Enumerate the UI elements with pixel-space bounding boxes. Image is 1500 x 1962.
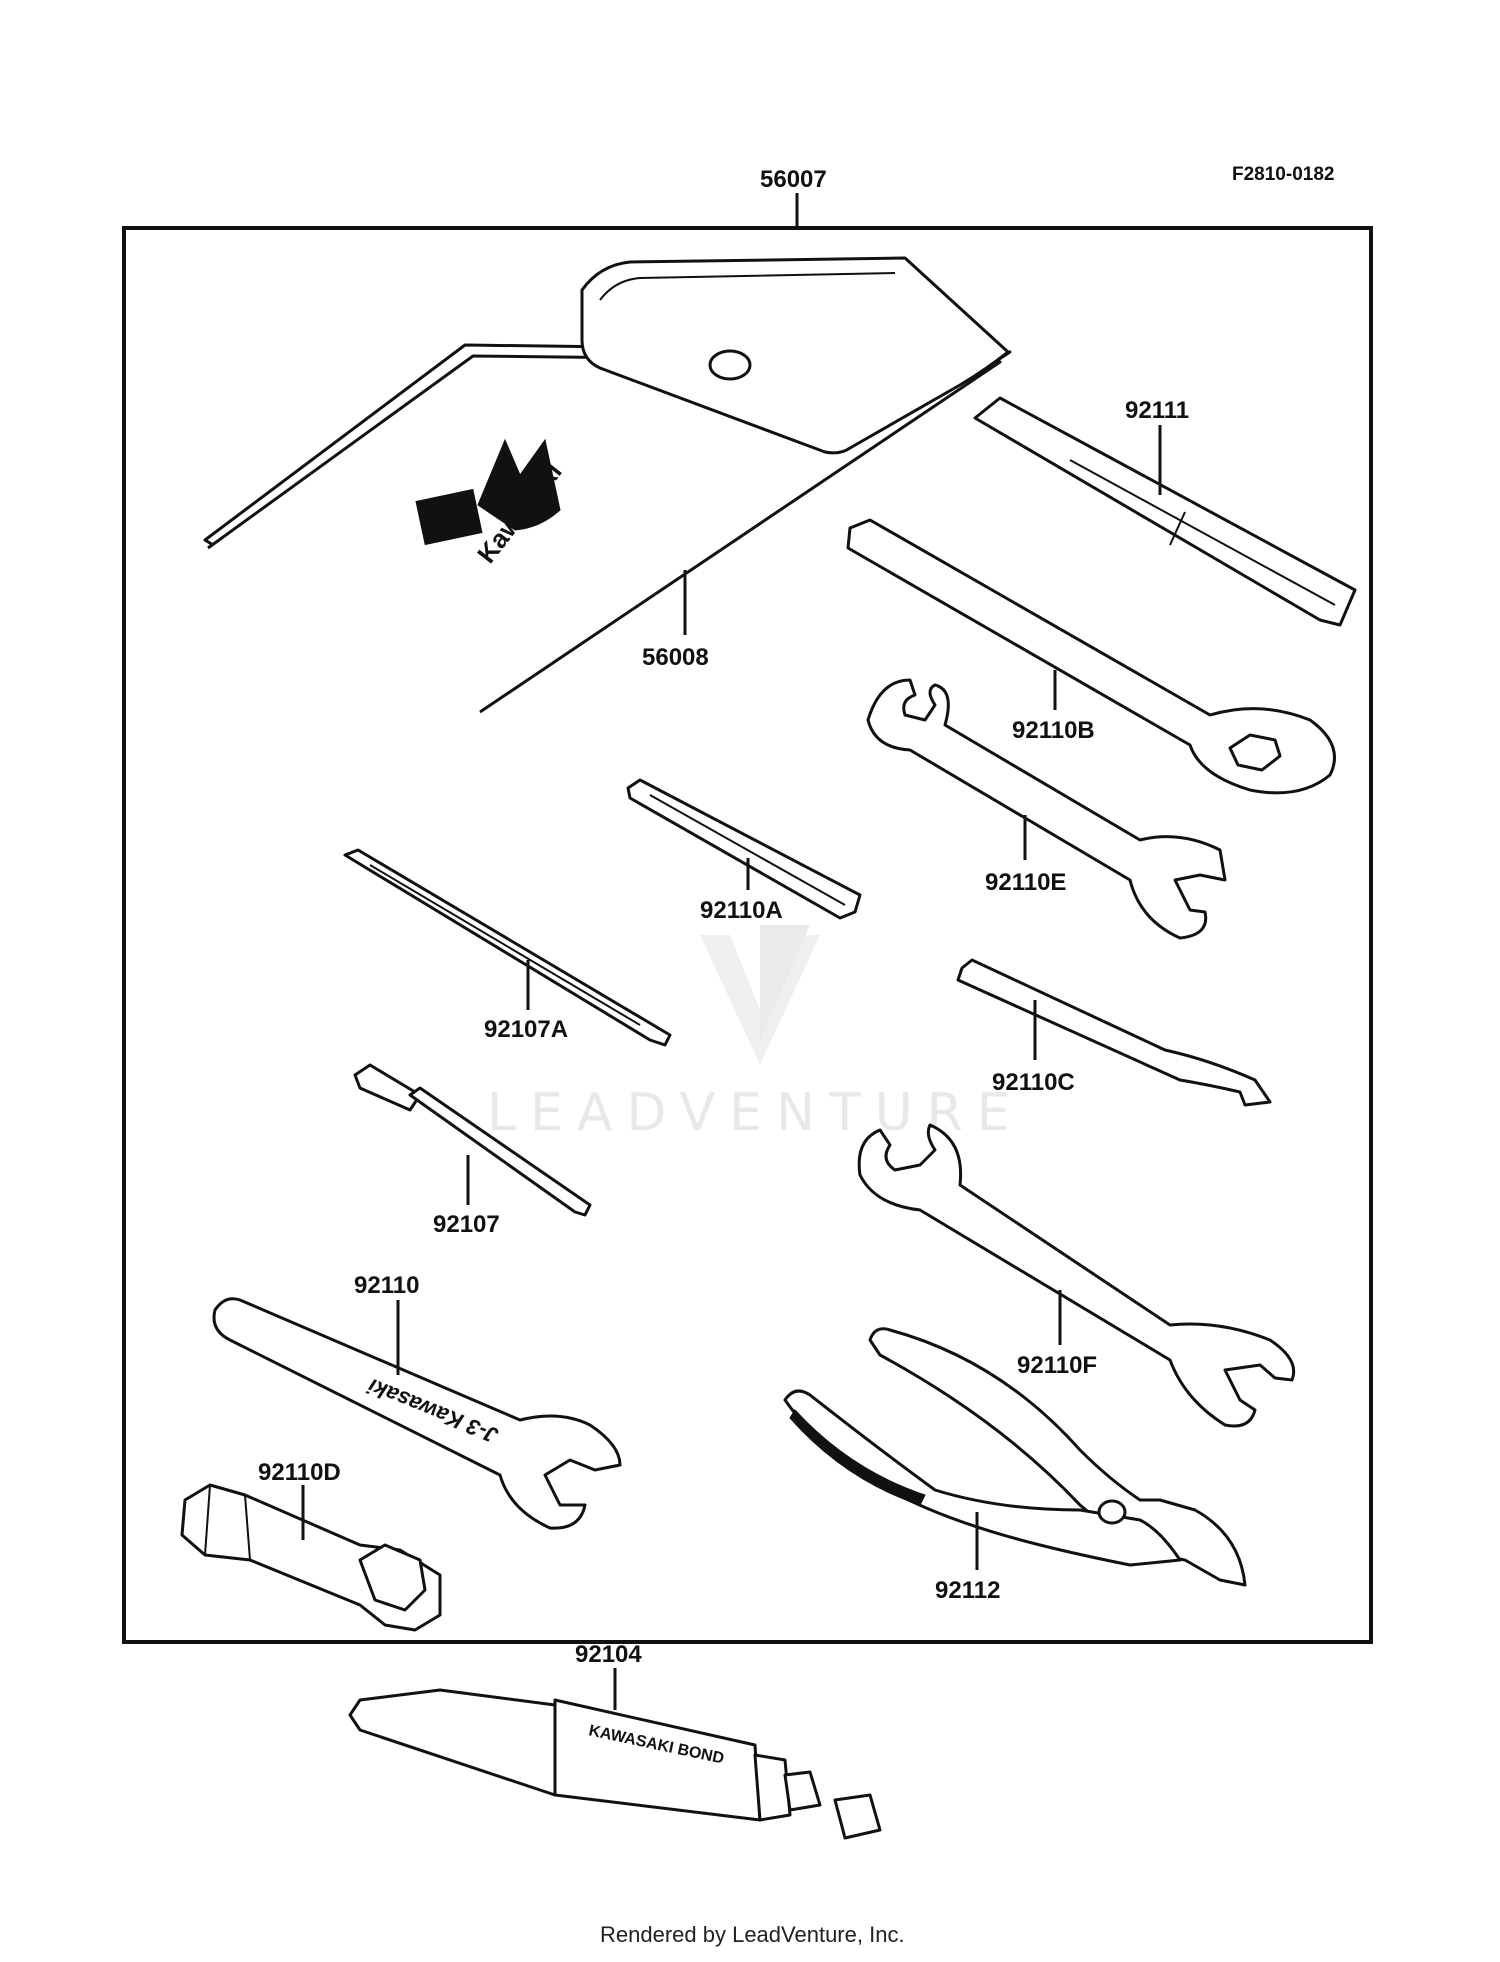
screwdriver-a-part-number: 92107A <box>484 1016 568 1043</box>
hook-spanner-illustration <box>956 958 1272 1107</box>
pliers-part-number: 92112 <box>935 1577 1000 1604</box>
rod-part-number: 92111 <box>1125 397 1189 424</box>
figure-code: F2810-0182 <box>1232 164 1334 185</box>
screwdriver-a-illustration <box>343 848 672 1047</box>
kit-enclosure-box <box>122 226 1373 1644</box>
wrench-part-number: 92110 <box>354 1272 419 1299</box>
rod-tool-illustration <box>973 396 1357 627</box>
screwdriver-part-number: 92107 <box>433 1211 500 1238</box>
pouch-part-number: 56008 <box>642 644 709 671</box>
screwdriver-handle-a-part-number: 92110A <box>700 897 783 924</box>
ring-wrench-part-number: 92110B <box>1012 717 1095 744</box>
bond-tube-illustration: KAWASAKI BOND <box>348 1688 882 1840</box>
pliers-illustration <box>783 1327 1247 1587</box>
screwdriver-handle-a-illustration <box>626 778 862 920</box>
open-wrench-e-part-number: 92110E <box>985 869 1066 896</box>
plug-wrench-illustration <box>180 1483 442 1632</box>
watermark-text: LEADVENTURE <box>487 1083 1024 1143</box>
wrench-illustration: J-3 Kawasaki <box>212 1297 622 1530</box>
leadventure-watermark: LEADVENTURE <box>487 925 1024 1143</box>
plug-wrench-part-number: 92110D <box>258 1459 341 1486</box>
footer-credit: Rendered by LeadVenture, Inc. <box>600 1922 905 1947</box>
bond-tube-part-number: 92104 <box>575 1641 642 1668</box>
screwdriver-illustration <box>353 1063 592 1217</box>
ring-wrench-illustration <box>846 518 1336 795</box>
open-wrench-f-part-number: 92110F <box>1017 1352 1097 1379</box>
kit-part-number: 56007 <box>760 166 827 193</box>
open-wrench-e-illustration <box>866 678 1227 940</box>
open-wrench-f-illustration <box>857 1123 1296 1428</box>
hook-spanner-part-number: 92110C <box>992 1069 1075 1096</box>
tool-pouch-illustration: Kawasaki <box>203 256 1012 714</box>
